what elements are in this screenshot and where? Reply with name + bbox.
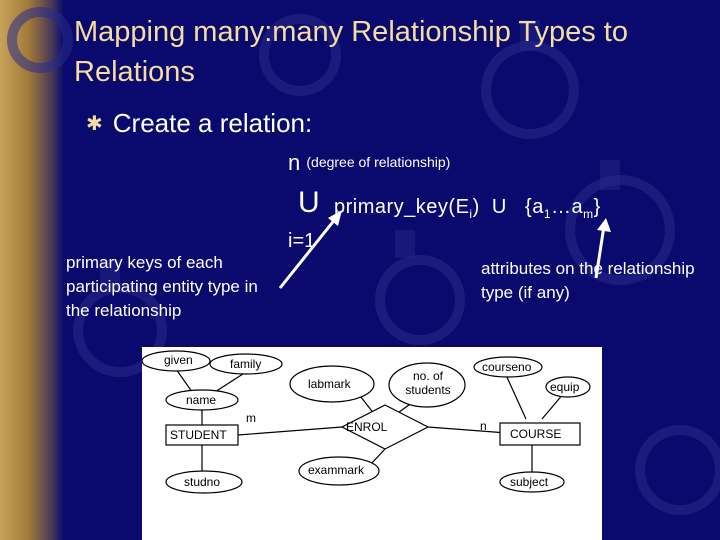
entity-student-shape <box>165 424 239 446</box>
attr-equip-label: equip <box>550 380 580 394</box>
asterisk-bullet-icon: ✱ <box>86 113 103 135</box>
attr-equip-shape <box>545 376 591 398</box>
note-primary-keys: primary keys of each participating entit… <box>66 253 258 320</box>
attr-studno-shape <box>165 470 243 494</box>
attr-nostudents-label: no. of students <box>405 369 451 397</box>
attr-subscript-1: 1 <box>543 207 552 221</box>
attr-labmark-shape <box>289 365 375 403</box>
attr-subject-shape <box>499 471 565 493</box>
attr-subscript-m: m <box>583 207 594 221</box>
left-arrowhead-icon <box>328 210 342 226</box>
primary-key-subscript: i <box>469 207 473 221</box>
relationship-enrol-label: ENROL <box>346 420 388 434</box>
entity-course-shape <box>499 422 581 446</box>
attr-given-shape <box>142 350 211 372</box>
formula-upper-limit: n (degree of relationship) <box>288 150 450 176</box>
note-relationship-attributes: attributes on the relationship type (if … <box>481 259 695 302</box>
right-arrow-icon <box>594 225 606 279</box>
er-diagram-shapes <box>142 350 591 494</box>
bullet-text: Create a relation: <box>112 108 313 138</box>
union-separator: U <box>491 196 507 218</box>
formula-body: primary_key(Ei) U {a1…am} <box>334 196 601 221</box>
formula-lower-limit: i=1 <box>288 230 316 252</box>
formula-n: n <box>288 150 301 175</box>
cardinality-n: n <box>480 419 487 433</box>
primary-key-close: ) <box>472 196 480 218</box>
attr-given-label: given <box>164 353 193 367</box>
page-title: Mapping many:many Relationship Types to … <box>74 16 628 88</box>
primary-key-text: primary_key(E <box>334 196 470 218</box>
attr-family-shape <box>209 353 283 375</box>
attr-name-shape <box>165 389 239 411</box>
union-symbol: U <box>298 186 320 219</box>
attr-nostudents-shape <box>388 362 466 408</box>
attr-exammark-label: exammark <box>308 463 365 477</box>
attr-subject-label: subject <box>510 475 549 489</box>
entity-student-label: STUDENT <box>170 428 227 442</box>
attr-name-label: name <box>186 393 217 407</box>
bullet-create-relation: ✱ Create a relation: <box>86 108 312 139</box>
attr-courseno-label: courseno <box>482 360 532 374</box>
attr-family-label: family <box>230 357 262 371</box>
cardinality-m: m <box>246 411 256 425</box>
left-arrow-icon <box>278 217 338 289</box>
degree-note: (degree of relationship) <box>306 154 451 170</box>
attr-studno-label: studno <box>184 475 221 489</box>
entity-course-label: COURSE <box>510 427 562 441</box>
right-arrowhead-icon <box>597 218 611 232</box>
attr-close: } <box>593 196 601 218</box>
er-diagram: given family name studno labmark exammar… <box>142 347 602 540</box>
attr-courseno-shape <box>473 356 543 378</box>
attr-open: {a <box>525 196 544 218</box>
left-decor-strip <box>0 0 64 540</box>
relationship-enrol-shape <box>340 404 430 450</box>
attr-labmark-label: labmark <box>308 377 351 391</box>
attr-mid: …a <box>551 196 584 218</box>
attr-exammark-shape <box>298 456 380 486</box>
